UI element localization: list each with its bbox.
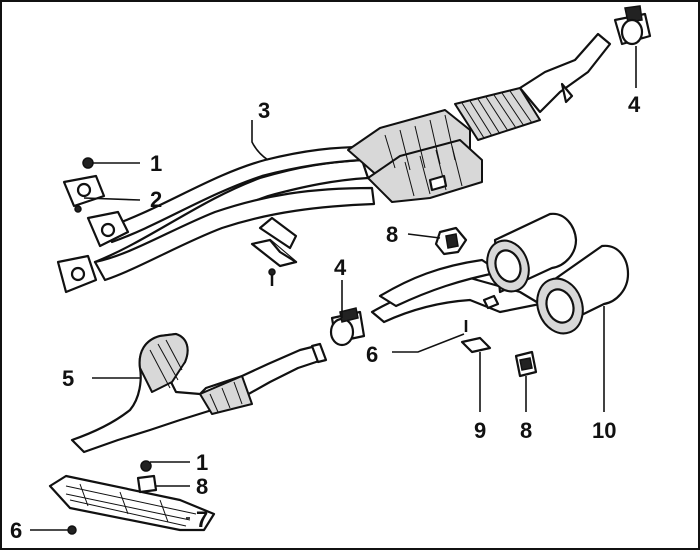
callout-8-lower: 8 — [196, 474, 208, 499]
leader-lines — [30, 46, 637, 531]
bracket — [460, 336, 492, 354]
rubber-mount-right — [514, 350, 538, 378]
callout-7: 7 — [196, 507, 208, 532]
nut-lower — [140, 460, 152, 472]
callout-8-right: 8 — [520, 418, 532, 443]
nut — [82, 157, 94, 169]
screw-lower — [67, 525, 77, 535]
callout-2: 2 — [150, 187, 162, 212]
callout-6-lower: 6 — [10, 518, 22, 543]
clamp-top — [613, 5, 652, 46]
callout-10: 10 — [592, 418, 616, 443]
callout-3: 3 — [258, 98, 270, 123]
clamp-middle — [329, 307, 366, 347]
rear-silencers — [370, 212, 630, 335]
washer — [74, 205, 82, 213]
heat-shield — [48, 474, 216, 532]
front-pipe-with-catalysts — [56, 32, 612, 294]
callout-8-top: 8 — [386, 222, 398, 247]
callout-1: 1 — [150, 151, 162, 176]
y-pipe-assembly — [70, 332, 328, 454]
hanger-bracket — [250, 216, 298, 286]
callout-labels: 1 2 3 4 4 5 6 8 9 8 10 1 8 7 6 — [10, 92, 641, 543]
rubber-mount-top — [434, 226, 468, 256]
callout-5: 5 — [62, 366, 74, 391]
callout-6-middle: 6 — [366, 342, 378, 367]
callout-9: 9 — [474, 418, 486, 443]
callout-4-middle: 4 — [334, 255, 347, 280]
callout-1-lower: 1 — [196, 450, 208, 475]
callout-4-top: 4 — [628, 92, 641, 117]
rubber-mount-lower — [136, 474, 158, 494]
